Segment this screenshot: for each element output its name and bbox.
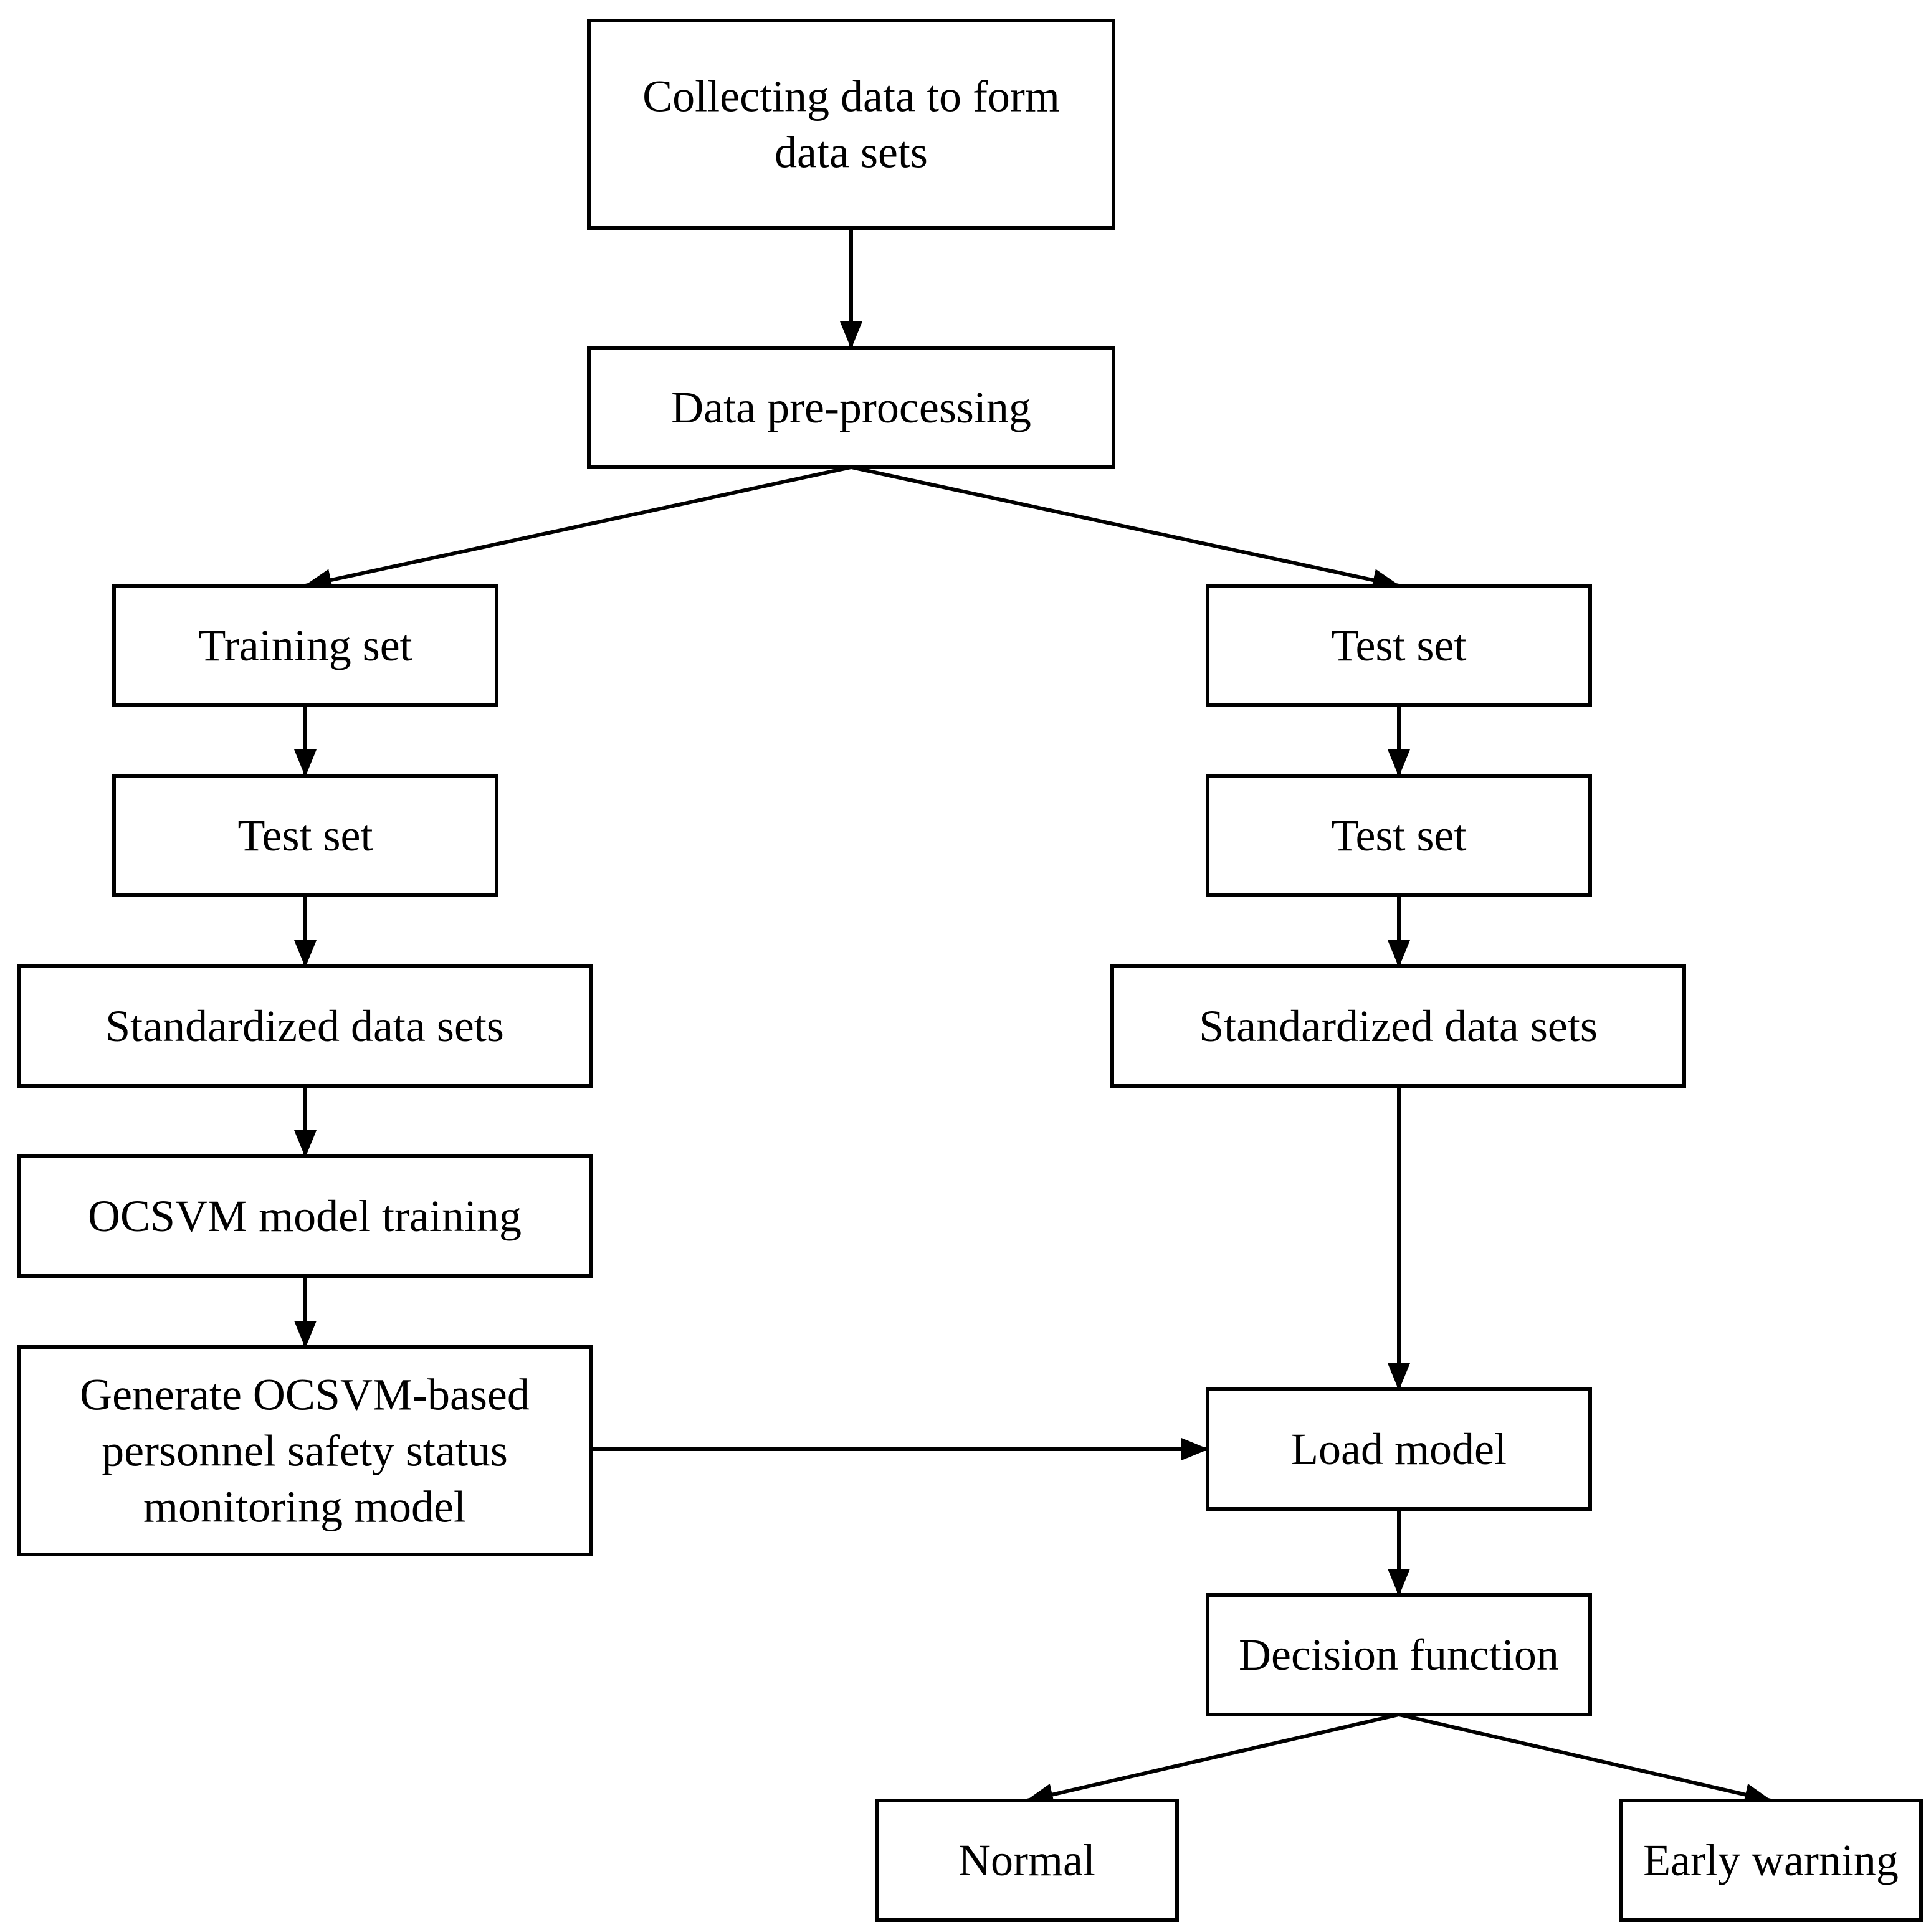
- node-collect-box: [587, 19, 1115, 230]
- node-generate-model-label-line-1: Generate OCSVM-based: [80, 1370, 530, 1420]
- node-normal: Normal: [875, 1799, 1179, 1922]
- node-load-model-label-line-1: Load model: [1291, 1424, 1507, 1474]
- node-collect-label-line-1: Collecting data to form: [642, 72, 1060, 121]
- node-left-standardized: Standardized data sets: [17, 964, 593, 1088]
- node-left-test-set-box: [112, 774, 498, 897]
- node-generate-model: Generate OCSVM-based personnel safety sta…: [17, 1345, 593, 1556]
- node-right-test-set-2: Test set: [1206, 774, 1592, 897]
- arrow-preprocess-to-training-set: [304, 465, 852, 591]
- node-preprocess-label-line-1: Data pre-processing: [671, 383, 1031, 432]
- node-left-test-set: Test set: [112, 774, 498, 897]
- node-right-test-set-2-box: [1206, 774, 1592, 897]
- node-decision-function: Decision function: [1206, 1593, 1592, 1716]
- node-training-set: Training set: [112, 584, 498, 707]
- node-right-test-set-1-box: [1206, 584, 1592, 707]
- arrow-preprocess-to-right-test-set-1: [851, 465, 1400, 591]
- node-preprocess: Data pre-processing: [587, 346, 1115, 469]
- edges-layer: [294, 228, 1772, 1806]
- node-decision-function-box: [1206, 1593, 1592, 1716]
- arrow-decision-function-to-early-warning: [1398, 1713, 1772, 1806]
- node-training-set-box: [112, 584, 498, 707]
- node-left-standardized-label-line-1: Standardized data sets: [105, 1001, 504, 1051]
- node-generate-model-label-line-3: monitoring model: [143, 1482, 466, 1532]
- node-right-test-set-1: Test set: [1206, 584, 1592, 707]
- node-collect-label-line-2: data sets: [775, 128, 928, 178]
- node-collect: Collecting data to form data sets: [587, 19, 1115, 230]
- node-ocsvm-training-box: [17, 1154, 593, 1278]
- node-decision-function-label-line-1: Decision function: [1239, 1630, 1559, 1680]
- node-ocsvm-training-label-line-1: OCSVM model training: [88, 1191, 522, 1241]
- node-ocsvm-training: OCSVM model training: [17, 1154, 593, 1278]
- node-right-test-set-1-label-line-1: Test set: [1332, 621, 1467, 670]
- node-training-set-label-line-1: Training set: [198, 621, 412, 670]
- arrow-decision-function-to-normal: [1026, 1713, 1399, 1806]
- node-generate-model-label-line-2: personnel safety status: [102, 1426, 508, 1476]
- node-right-test-set-2-label-line-1: Test set: [1332, 811, 1467, 860]
- node-normal-label-line-1: Normal: [958, 1835, 1095, 1885]
- node-left-test-set-label-line-1: Test set: [238, 811, 373, 860]
- node-load-model-box: [1206, 1387, 1592, 1511]
- node-load-model: Load model: [1206, 1387, 1592, 1511]
- node-preprocess-box: [587, 346, 1115, 469]
- node-right-standardized-box: [1110, 964, 1686, 1088]
- node-right-standardized-label-line-1: Standardized data sets: [1199, 1001, 1598, 1051]
- node-early-warning-box: [1619, 1799, 1923, 1922]
- node-early-warning: Early warning: [1619, 1799, 1923, 1922]
- node-left-standardized-box: [17, 964, 593, 1088]
- node-right-standardized: Standardized data sets: [1110, 964, 1686, 1088]
- node-early-warning-label-line-1: Early warning: [1643, 1835, 1899, 1885]
- node-normal-box: [875, 1799, 1179, 1922]
- node-generate-model-box: [17, 1345, 593, 1556]
